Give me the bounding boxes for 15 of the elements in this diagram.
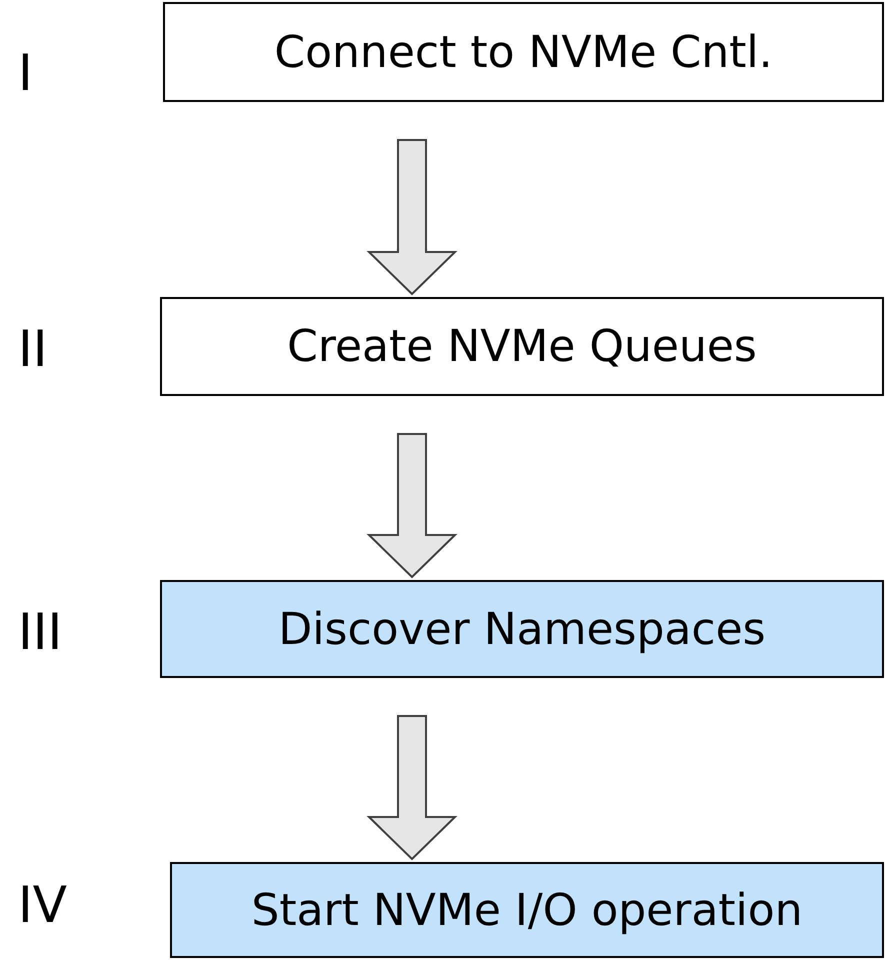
process-box [160,297,884,396]
block-arrow [366,433,458,578]
block-arrow [366,139,458,296]
process-box [160,580,884,678]
step-number: III [18,607,62,657]
step-number: IV [18,880,67,930]
step-text: Create NVMe Queues [287,321,757,372]
step-number: II [18,324,48,374]
process-box [170,862,884,958]
step-text: Discover Namespaces [278,604,766,654]
process-box [163,2,884,102]
step-text: Connect to NVMe Cntl. [274,26,773,78]
step-number: I [18,48,33,98]
block-arrow [366,715,458,860]
step-text: Start NVMe I/O operation [251,884,803,936]
